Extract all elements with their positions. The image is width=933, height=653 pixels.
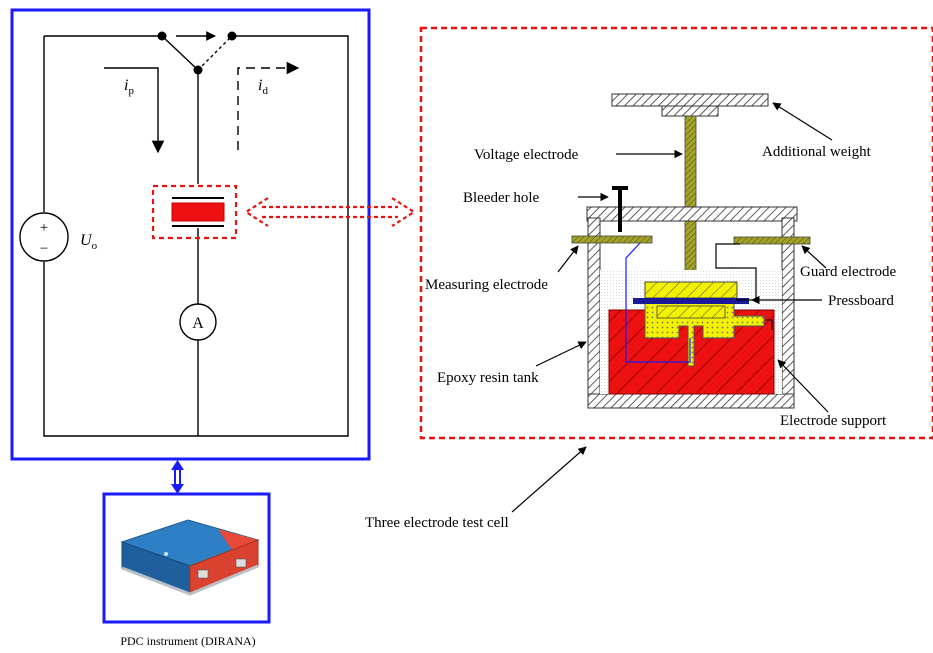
tank-wall-right bbox=[781, 217, 795, 409]
measuring-electrode-terminal bbox=[571, 235, 653, 244]
circuit-wires bbox=[43, 35, 349, 437]
ammeter-icon bbox=[179, 303, 217, 341]
switch-pivot bbox=[193, 65, 203, 75]
switch-contact-right bbox=[227, 31, 237, 41]
tank-bottom bbox=[587, 393, 795, 409]
voltage-electrode-rod bbox=[684, 115, 697, 287]
test-cell-caption: Three electrode test cell bbox=[365, 515, 509, 531]
voltage-source-icon bbox=[19, 212, 69, 262]
label-measuring-electrode: Measuring electrode bbox=[425, 277, 548, 293]
label-voltage-electrode: Voltage electrode bbox=[474, 147, 579, 163]
circuit-frame bbox=[10, 8, 371, 461]
polarization-current-arrow bbox=[104, 67, 165, 154]
dirana-device-illustration bbox=[120, 519, 260, 596]
tank-wall-left bbox=[587, 217, 601, 409]
pressboard-sample bbox=[633, 298, 749, 304]
circuit-panel: ip id + − Uo A bbox=[10, 8, 371, 461]
depolarization-current-arrow bbox=[237, 61, 300, 150]
switch-contact-left bbox=[157, 31, 167, 41]
callout-arrows bbox=[511, 102, 833, 513]
test-cell-panel: Voltage electrode Additional weight Blee… bbox=[419, 26, 933, 513]
label-electrode-support: Electrode support bbox=[780, 413, 887, 429]
voltage-source-minus: − bbox=[40, 241, 48, 257]
depolarization-current-label: id bbox=[258, 77, 268, 97]
polarization-current-label: ip bbox=[124, 77, 134, 97]
pdc-instrument-panel bbox=[102, 492, 271, 624]
weight-hub bbox=[661, 105, 719, 117]
top-electrode-disc bbox=[644, 281, 738, 299]
additional-weight bbox=[611, 93, 769, 107]
voltage-source-plus: + bbox=[40, 220, 48, 236]
sample-highlight-box bbox=[151, 184, 238, 240]
ammeter-label: A bbox=[192, 315, 204, 332]
measuring-lead-wire bbox=[625, 242, 691, 363]
sample-to-cell-arrow bbox=[243, 197, 417, 227]
instrument-caption: PDC instrument (DIRANA) bbox=[120, 634, 255, 648]
capacitor-dielectric bbox=[171, 202, 225, 222]
voltage-source-label: Uo bbox=[80, 232, 98, 252]
label-epoxy-resin-tank: Epoxy resin tank bbox=[437, 370, 539, 386]
label-pressboard: Pressboard bbox=[828, 293, 894, 309]
tank-lid bbox=[586, 206, 798, 222]
test-cell-frame bbox=[419, 26, 933, 440]
guard-inner bbox=[656, 305, 726, 319]
bleeder-bolt-head bbox=[612, 186, 628, 190]
label-additional-weight: Additional weight bbox=[762, 144, 872, 160]
guard-side-wire bbox=[766, 319, 773, 330]
label-guard-electrode: Guard electrode bbox=[800, 264, 897, 280]
instrument-link bbox=[171, 460, 184, 494]
guard-electrode-terminal bbox=[733, 236, 811, 245]
label-bleeder-hole: Bleeder hole bbox=[463, 190, 540, 206]
